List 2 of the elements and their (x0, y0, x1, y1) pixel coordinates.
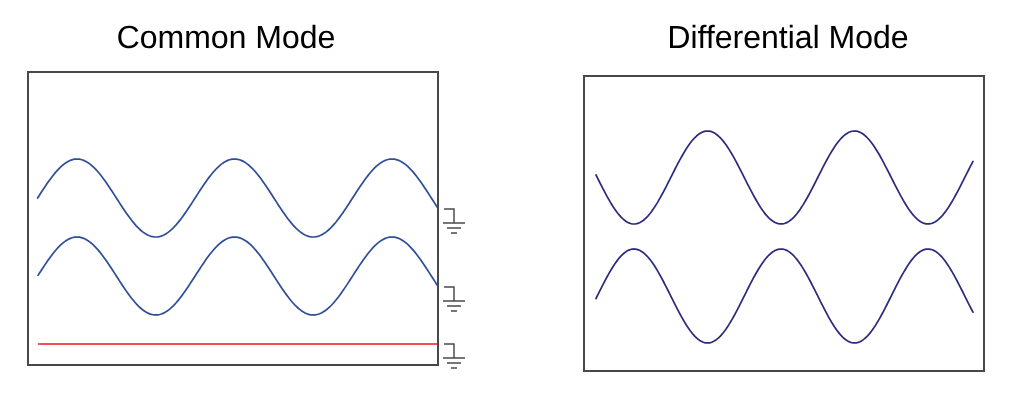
panel-title: Common Mode (118, 24, 334, 49)
panel-title: Differential Mode (670, 24, 908, 49)
